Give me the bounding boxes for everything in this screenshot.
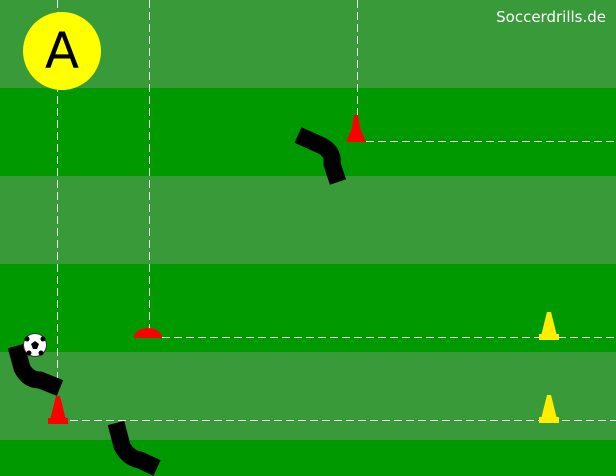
soccer-ball-icon bbox=[23, 333, 47, 357]
red-flat-marker bbox=[134, 328, 162, 338]
drill-label-badge: A bbox=[23, 12, 101, 90]
player bbox=[294, 127, 347, 185]
brand-watermark: Soccerdrills.de bbox=[496, 8, 606, 26]
yellow-cone bbox=[539, 395, 559, 423]
red-cone bbox=[346, 115, 366, 142]
player bbox=[7, 343, 64, 396]
red-cone bbox=[48, 396, 68, 424]
player bbox=[107, 420, 161, 476]
yellow-cone bbox=[539, 312, 559, 340]
